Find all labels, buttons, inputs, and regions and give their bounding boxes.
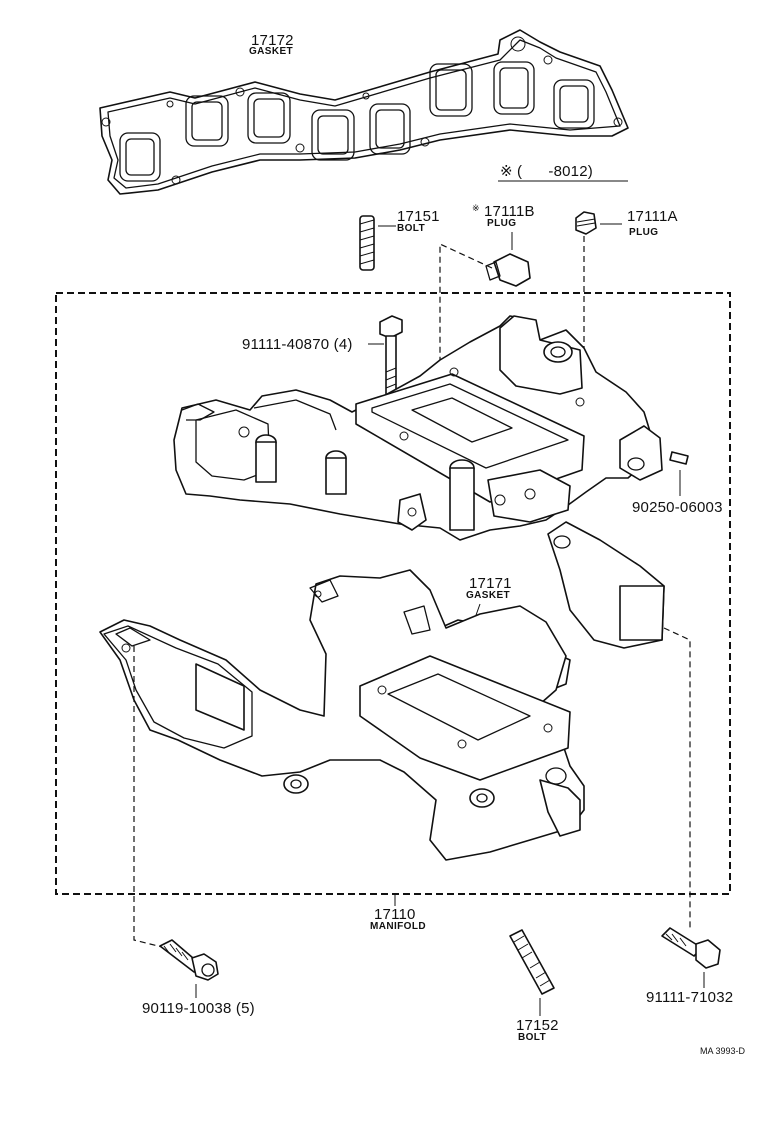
bolt-71032-drawing [661,927,721,988]
plug-17111a-drawing [575,211,622,235]
lower-manifold-drawing [99,521,665,861]
pin-06003-drawing [669,451,689,496]
bolt-40870-number: 91111-40870 (4) [242,336,353,353]
upper-manifold-drawing [173,315,663,541]
plug-17111b-marker: ※ [472,203,480,213]
note-text: ( -8012) [517,163,593,180]
plug-17111b-name: PLUG [487,218,517,229]
reference-code: MA 3993-D [700,1046,746,1056]
gasket-17172-name: GASKET [249,46,294,57]
plug-17111b-number: 17111B [484,203,535,220]
plug-17111a-number: 17111A [627,208,678,225]
manifold-assembly-boundary [55,292,731,895]
manifold-17110-number: 17110 [374,906,416,923]
note-symbol: ※ [500,163,513,180]
bolt-40870-drawing [368,315,403,401]
gasket-17172-number: 17172 [251,32,294,49]
bolt-71032-number: 91111-71032 [646,989,734,1006]
bolt-17151-drawing [359,215,396,271]
bolt-10038-drawing [159,939,219,998]
gasket-17171-number: 17171 [469,575,512,592]
bolt-17152-name: BOLT [518,1032,547,1043]
bolt-17152-number: 17152 [516,1017,559,1034]
bolt-17151-number: 17151 [397,208,440,225]
manifold-17110-name: MANIFOLD [370,921,426,932]
bolt-17152-drawing [509,929,555,1016]
bolt-10038-number: 90119-10038 (5) [142,1000,255,1017]
gasket-17171-name: GASKET [466,590,511,601]
gasket-17172-drawing [99,29,629,195]
bolt-17151-name: BOLT [397,223,426,234]
pin-06003-number: 90250-06003 [632,499,723,516]
plug-17111b-drawing [485,232,531,287]
plug-17111a-name: PLUG [629,227,659,238]
